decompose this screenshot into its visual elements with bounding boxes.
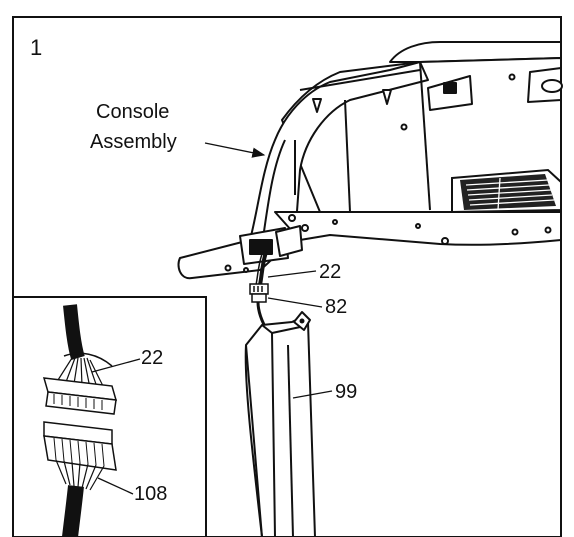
label-inset-22: 22	[141, 347, 163, 369]
console-clip-left	[312, 98, 322, 113]
console-fold-line	[344, 99, 351, 213]
console-fold-line-2	[419, 61, 431, 211]
console-switch	[443, 82, 457, 94]
label-part-108: 108	[134, 483, 167, 505]
inset-connector-bottom	[43, 421, 117, 471]
step-number: 1	[30, 35, 42, 60]
label-part-22: 22	[319, 261, 341, 283]
inset-connector-top	[42, 377, 118, 415]
inset-cable-108	[62, 485, 84, 537]
screw-hole	[400, 123, 408, 131]
upright-99	[244, 311, 316, 537]
vent-grille	[451, 168, 562, 214]
inset-panel: 22 108	[13, 296, 207, 537]
screw-hole	[224, 264, 232, 272]
console-top-panel	[389, 41, 562, 63]
label-console: Console	[96, 101, 169, 123]
screw-hole	[544, 226, 552, 234]
console-cable	[255, 251, 268, 286]
console-upper-edge	[299, 69, 421, 91]
leaders-main	[204, 142, 333, 399]
console-connector-socket	[249, 239, 273, 255]
leader-99	[292, 390, 333, 399]
console-port	[541, 79, 563, 93]
screw-hole	[332, 219, 338, 225]
console-bracket	[275, 225, 303, 257]
leader-82	[267, 297, 323, 308]
screw-hole	[441, 237, 449, 245]
inset-wires-bottom	[55, 459, 105, 491]
screw-hole	[243, 267, 249, 273]
leader-inset-22	[91, 358, 141, 373]
leader-console-assembly	[204, 142, 266, 158]
leader-22	[267, 270, 317, 278]
screw-hole	[415, 223, 421, 229]
inset-cable-22	[63, 304, 85, 361]
label-assembly: Assembly	[90, 131, 177, 153]
connector-82	[249, 283, 269, 303]
screw-hole	[508, 73, 516, 81]
screw-hole	[301, 224, 309, 232]
outer-frame	[12, 16, 562, 537]
console-clip-right	[382, 89, 392, 105]
screw-hole	[288, 214, 296, 222]
console-assembly	[177, 41, 563, 280]
leader-108	[97, 477, 134, 495]
label-part-82: 82	[325, 296, 347, 318]
label-part-99: 99	[335, 381, 357, 403]
console-left-arm	[177, 61, 429, 280]
screw-hole	[511, 228, 519, 236]
